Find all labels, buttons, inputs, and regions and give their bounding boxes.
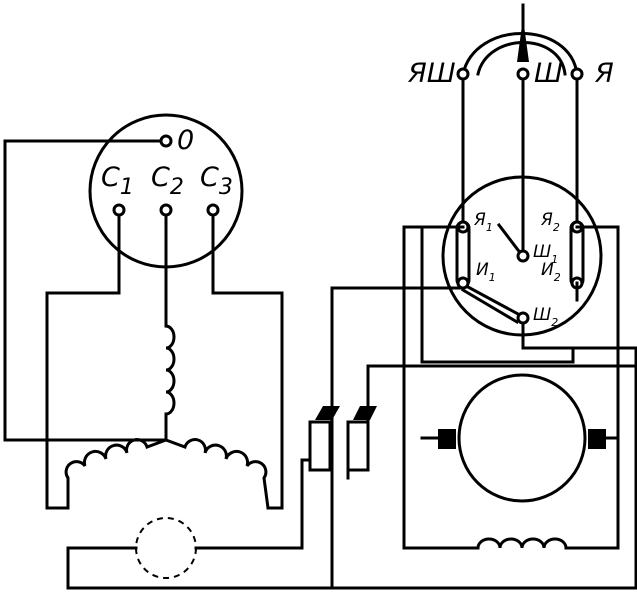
contact-block-right (346, 420, 370, 472)
wire-c3 (211, 213, 284, 510)
label-c3: С3 (200, 162, 233, 200)
label-i2-letter: И (541, 260, 554, 280)
rheostat-wiper-arrow (517, 18, 529, 62)
label-c1: С1 (101, 162, 134, 200)
brush-left (438, 429, 456, 449)
label-ya2-letter: Я (540, 210, 553, 230)
dashed-load-circle (135, 517, 197, 579)
label-c2-sub: 2 (170, 175, 184, 200)
label-ya: Я (594, 58, 614, 89)
label-i1-letter: И (476, 260, 489, 280)
wire-c1 (45, 213, 121, 510)
label-c3-letter: С (200, 162, 219, 193)
label-c3-sub: 3 (219, 175, 233, 200)
coil-left-winding (64, 438, 168, 510)
label-ya1-sub: 1 (486, 221, 493, 234)
label-i1-sub: 1 (489, 271, 496, 284)
field-coil (476, 537, 568, 550)
rheostat: ЯШ Ш Я (407, 3, 614, 89)
label-sh1: Ш1 (533, 242, 558, 266)
terminal-sh1 (516, 249, 530, 263)
contact-cap-left (315, 406, 340, 420)
contact-blocks (308, 281, 637, 480)
wire-frame-right (564, 225, 620, 550)
wire-bottom-right (330, 346, 637, 590)
label-sh2-letter: Ш (533, 305, 551, 325)
label-sh1-sub: 1 (551, 253, 558, 266)
dc-machine (330, 225, 637, 590)
label-c1-sub: 1 (120, 175, 134, 200)
generator-terminal-box: 0 С1 С2 С3 (88, 113, 244, 269)
terminal-sh2 (516, 311, 530, 325)
label-sh2: Ш2 (533, 305, 558, 329)
label-i1: И1 (476, 260, 496, 284)
coil-right-winding (164, 438, 270, 510)
wire-bottom-loop (66, 413, 334, 590)
link-ya1-sh1 (496, 222, 521, 253)
link-i1-sh2-2 (460, 287, 520, 325)
armature-circle (457, 373, 587, 503)
wire-to-i1 (330, 281, 465, 407)
label-c2-letter: С (151, 162, 170, 193)
contact-block-left (308, 420, 332, 472)
wire-neutral (3, 139, 168, 442)
label-sh2-sub: 2 (551, 316, 558, 329)
label-ya-sh: ЯШ (407, 58, 456, 89)
link-i1-sh2 (465, 284, 521, 317)
label-c2: С2 (151, 162, 184, 200)
wire-inner-left (420, 225, 575, 364)
wire-lamp-right (194, 458, 312, 550)
label-zero: 0 (177, 125, 194, 156)
generator-wiring (3, 139, 334, 590)
dc-terminal-box: Я1 И1 Ш1 Ш2 Я2 И2 (441, 77, 603, 337)
label-ya2-sub: 2 (553, 221, 560, 234)
label-i2-sub: 2 (554, 271, 561, 284)
label-i2: И2 (541, 260, 561, 284)
label-ya1: Я1 (473, 210, 493, 234)
label-c1-letter: С (101, 162, 120, 193)
label-ya2: Я2 (540, 210, 560, 234)
contact-cap-right (353, 406, 377, 420)
coil-vertical (164, 324, 176, 442)
brush-right (588, 429, 606, 449)
terminal-i1 (456, 276, 470, 290)
label-ya1-letter: Я (473, 210, 486, 230)
label-sh: Ш (534, 58, 563, 89)
label-sh1-letter: Ш (533, 242, 551, 262)
